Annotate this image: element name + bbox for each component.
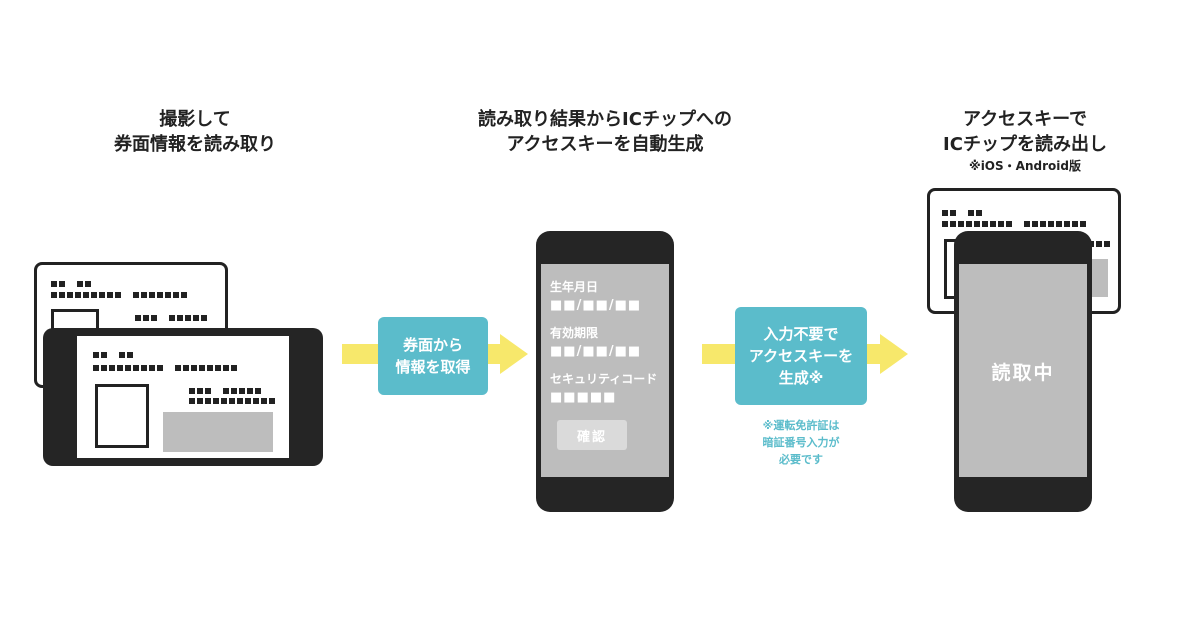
flow-box-2-line2: アクセスキーを	[748, 347, 854, 365]
card-text-placeholder	[135, 315, 209, 321]
card-photo-placeholder	[95, 384, 149, 448]
flow-box-generate-key: 入力不要で アクセスキーを 生成※	[735, 307, 867, 405]
step2-heading: 読み取り結果からICチップへの アクセスキーを自動生成	[440, 107, 770, 157]
expiry-label: 有効期限	[550, 326, 599, 340]
flow-box-2-line1: 入力不要で	[763, 325, 839, 343]
card-text-placeholder	[93, 365, 239, 371]
birthdate-label: 生年月日	[550, 280, 599, 294]
card-text-placeholder	[51, 281, 93, 287]
confirm-button[interactable]: 確認	[557, 420, 627, 450]
card-text-placeholder	[942, 221, 1088, 227]
id-card-front	[43, 328, 323, 466]
card-text-placeholder	[189, 398, 277, 404]
drivers-license-note: ※運転免許証は 暗証番号入力が 必要です	[735, 417, 867, 468]
step3-platform-note: ※iOS・Android版	[969, 159, 1081, 173]
drivers-license-note-line1: ※運転免許証は	[762, 419, 840, 432]
reader-screen: 読取中	[959, 264, 1087, 477]
id-card-front-face	[77, 336, 289, 458]
expiry-value: ■■/■■/■■	[550, 344, 642, 359]
birthdate-value: ■■/■■/■■	[550, 298, 642, 313]
step1-heading-line1: 撮影して	[159, 109, 231, 130]
flow-box-2-line3: 生成※	[778, 369, 824, 387]
step2-heading-line2: アクセスキーを自動生成	[506, 134, 704, 155]
step1-heading-line2: 券面情報を読み取り	[114, 134, 276, 155]
flow-arrow-1-head	[500, 334, 528, 374]
step3-heading-line2: ICチップを読み出し	[943, 134, 1107, 155]
card-text-placeholder	[93, 352, 135, 358]
step3-heading-line1: アクセスキーで	[962, 109, 1088, 130]
phone-screen: 生年月日 ■■/■■/■■ 有効期限 ■■/■■/■■ セキュリティコード ■■…	[541, 264, 669, 477]
card-text-placeholder	[189, 388, 263, 394]
flow-arrow-2-head	[880, 334, 908, 374]
card-text-placeholder	[942, 210, 984, 216]
card-ic-area-placeholder	[163, 412, 273, 452]
card-text-placeholder	[51, 292, 189, 298]
step2-heading-line1: 読み取り結果からICチップへの	[478, 109, 732, 130]
step3-heading: アクセスキーで ICチップを読み出し ※iOS・Android版	[920, 107, 1130, 175]
drivers-license-note-line2: 暗証番号入力が	[762, 436, 840, 449]
smartphone-reader: 読取中	[954, 231, 1092, 512]
security-code-value: ■■■■■	[550, 390, 617, 405]
security-code-label: セキュリティコード	[550, 372, 658, 386]
reading-status: 読取中	[991, 362, 1055, 384]
step1-heading: 撮影して 券面情報を読み取り	[90, 107, 300, 157]
flow-box-1-line2: 情報を取得	[395, 358, 471, 376]
drivers-license-note-line3: 必要です	[779, 453, 823, 466]
smartphone-form: 生年月日 ■■/■■/■■ 有効期限 ■■/■■/■■ セキュリティコード ■■…	[536, 231, 674, 512]
flow-box-extract-info: 券面から 情報を取得	[378, 317, 488, 395]
flow-box-1-line1: 券面から	[402, 336, 463, 354]
